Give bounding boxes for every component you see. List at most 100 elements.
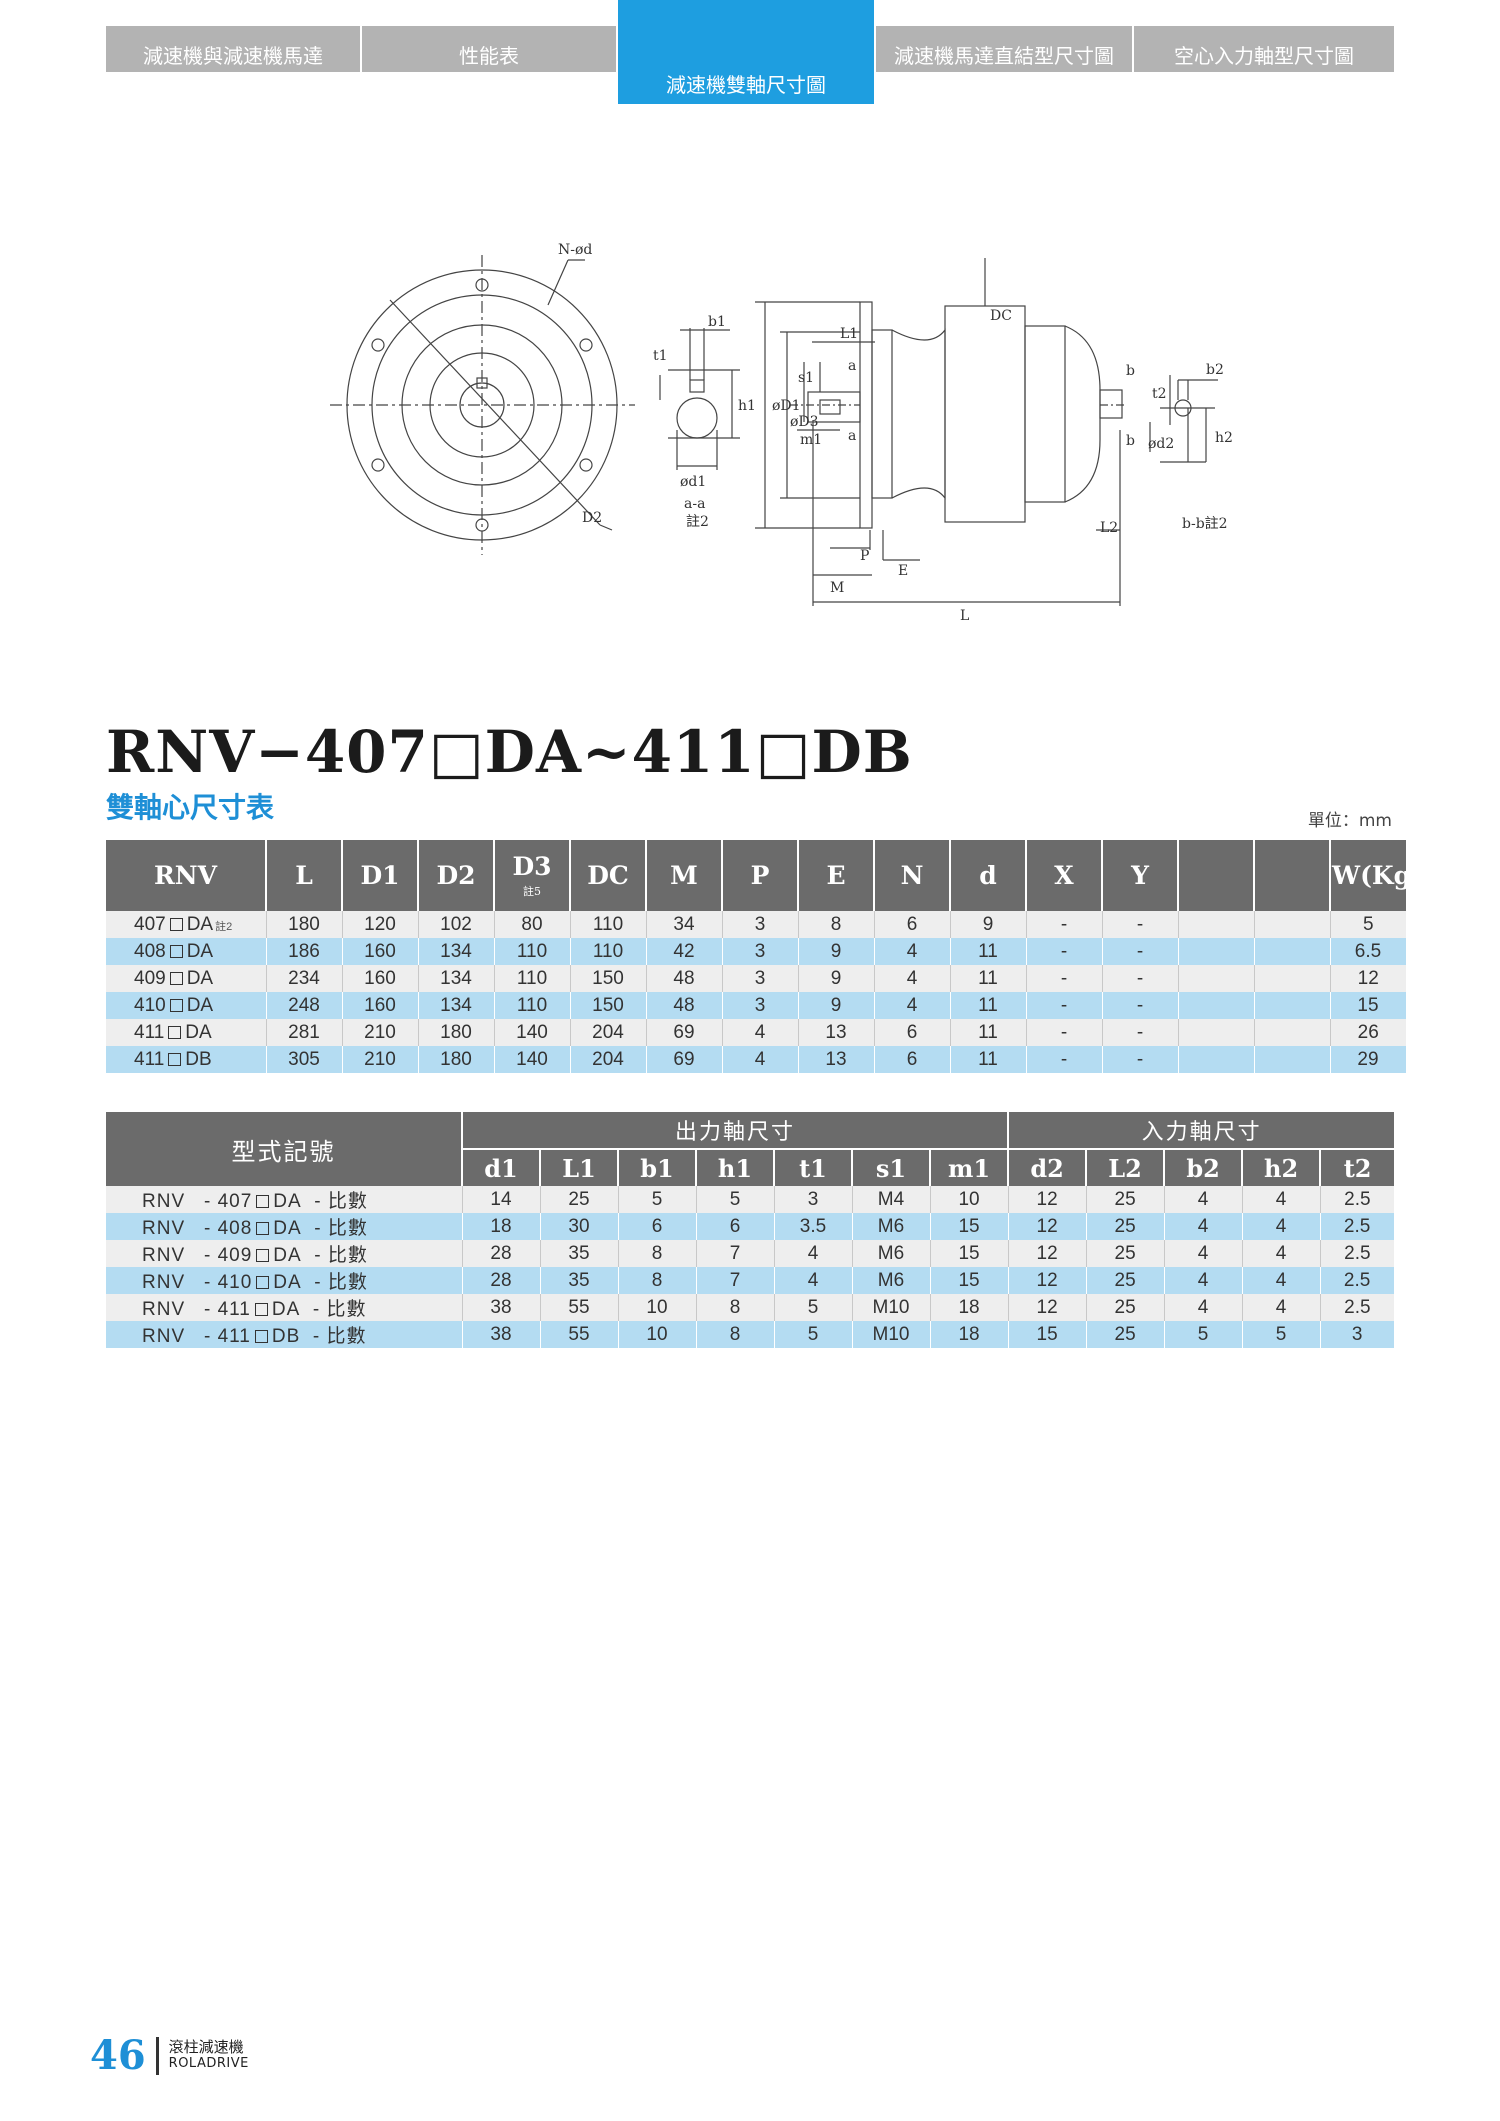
col-header: D1 (342, 840, 419, 911)
table-cell: - (1102, 1019, 1179, 1046)
table-cell: 80 (494, 911, 571, 938)
table-cell: 8 (696, 1321, 775, 1348)
table-cell (1254, 938, 1331, 965)
table-cell: 4 (1242, 1294, 1321, 1321)
table-cell: 8 (618, 1240, 697, 1267)
table-cell: - (1026, 1019, 1103, 1046)
table-cell: 134 (418, 965, 495, 992)
table-cell: 18 (462, 1213, 541, 1240)
input-shaft-group: 入力軸尺寸 (1008, 1112, 1395, 1150)
col-header: Y (1102, 840, 1179, 911)
label-b-top: b (1126, 363, 1135, 379)
label-bb: b-b註2 (1182, 516, 1228, 532)
table-cell: 305 (266, 1046, 343, 1073)
table-cell: 25 (1086, 1294, 1165, 1321)
col-header: X (1026, 840, 1103, 911)
table-cell: 204 (570, 1019, 647, 1046)
table-cell: 6 (696, 1213, 775, 1240)
table-cell: 13 (798, 1019, 875, 1046)
table-cell: 6 (874, 1019, 951, 1046)
table-cell: 134 (418, 992, 495, 1019)
table-cell: 4 (1242, 1267, 1321, 1294)
tab-dual-shaft-dimensions[interactable]: 減速機雙軸尺寸圖 (618, 0, 874, 104)
col-header: RNV (106, 840, 267, 911)
table-cell: 160 (342, 965, 419, 992)
row-note: 註2 (215, 920, 233, 933)
table-group-row: 型式記號 出力軸尺寸 入力軸尺寸 (106, 1112, 1395, 1186)
table-cell: 25 (540, 1186, 619, 1213)
table-cell: 14 (462, 1186, 541, 1213)
table-cell: M10 (852, 1321, 931, 1348)
table-cell: 3 (1320, 1321, 1395, 1348)
table-cell: 5 (618, 1186, 697, 1213)
box-symbol (168, 1025, 182, 1039)
table-cell: M10 (852, 1294, 931, 1321)
unit-label: 單位：mm (1307, 811, 1392, 831)
col-header: E (798, 840, 875, 911)
tab-performance[interactable]: 性能表 (362, 26, 616, 72)
table-cell: 4 (1164, 1186, 1243, 1213)
box-symbol (168, 1052, 182, 1066)
table-cell: 2.5 (1320, 1294, 1395, 1321)
table-cell (1178, 911, 1255, 938)
table-cell (1178, 1046, 1255, 1073)
table-cell: 4 (722, 1019, 799, 1046)
table-cell: 3 (722, 938, 799, 965)
col-header: P (722, 840, 799, 911)
label-nd: N-ød (558, 242, 592, 258)
table-cell: 11 (950, 965, 1027, 992)
d3-note: 註5 (523, 885, 541, 898)
tab-hollow-shaft-dimensions[interactable]: 空心入力軸型尺寸圖 (1134, 26, 1394, 72)
tab-direct-motor-dimensions[interactable]: 減速機馬達直結型尺寸圖 (876, 26, 1132, 72)
table-cell: 5 (774, 1321, 853, 1348)
table-cell: 186 (266, 938, 343, 965)
table-cell: 12 (1008, 1186, 1087, 1213)
table-cell: 15 (1008, 1321, 1087, 1348)
label-M: M (830, 580, 844, 596)
table-cell: 10 (618, 1321, 697, 1348)
table-cell: 12 (1008, 1213, 1087, 1240)
table-cell: 180 (266, 911, 343, 938)
table-cell: 12 (1008, 1267, 1087, 1294)
label-a-top: a (848, 358, 856, 374)
box-symbol (254, 1303, 268, 1316)
table-cell: 4 (874, 965, 951, 992)
table-cell: - (1102, 1046, 1179, 1073)
shaft-dimension-table: 型式記號 出力軸尺寸 入力軸尺寸 d1 L1 b1 h1 t1 s1 m1 d2… (106, 1112, 1395, 1348)
table-cell: 4 (722, 1046, 799, 1073)
table-cell: 26 (1330, 1019, 1406, 1046)
table-cell: 18 (930, 1321, 1009, 1348)
output-shaft-group: 出力軸尺寸 (462, 1112, 1010, 1150)
tab-reducer-and-motor[interactable]: 減速機與減速機馬達 (106, 26, 360, 72)
label-h1: h1 (738, 398, 756, 414)
table-cell: - (1102, 965, 1179, 992)
table-cell: 110 (494, 992, 571, 1019)
table-cell: 11 (950, 992, 1027, 1019)
table-cell: 210 (342, 1019, 419, 1046)
table-cell: 110 (570, 911, 647, 938)
box-symbol (256, 1276, 270, 1289)
table-cell: - (1102, 938, 1179, 965)
table-cell: 11 (950, 1046, 1027, 1073)
table-cell: - (1102, 992, 1179, 1019)
table-cell: - (1026, 938, 1103, 965)
brand: 滾柱減速機 ROLADRIVE (169, 2039, 249, 2071)
table-cell: 150 (570, 992, 647, 1019)
col-header: s1 (852, 1149, 931, 1186)
footer-divider (155, 2036, 159, 2075)
table-cell: 7 (696, 1267, 775, 1294)
table-cell: 13 (798, 1046, 875, 1073)
table-cell: 2.5 (1320, 1186, 1395, 1213)
table-cell: 55 (540, 1294, 619, 1321)
col-header: d1 (462, 1149, 541, 1186)
col-header (1254, 840, 1331, 911)
label-DC: DC (990, 308, 1012, 324)
page-number: 46 (90, 2032, 146, 2079)
